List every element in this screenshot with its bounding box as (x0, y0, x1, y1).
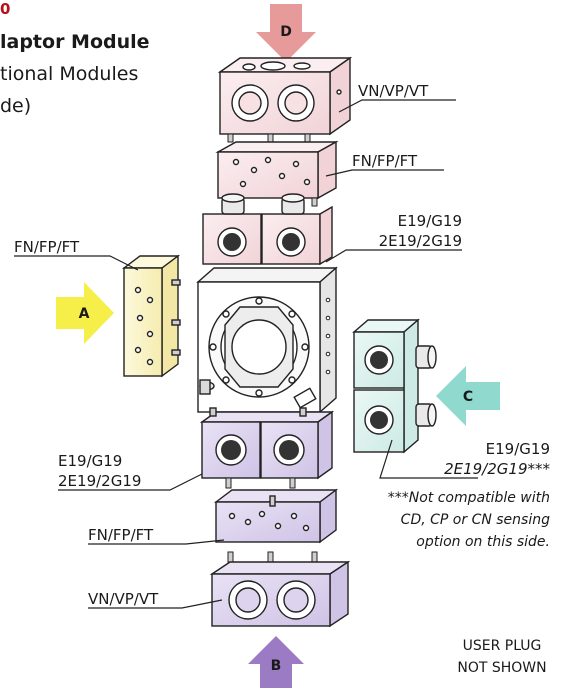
arrow-a-label: A (79, 306, 90, 322)
bolt-set-3 (225, 477, 296, 489)
note-line2: NOT SHOWN (457, 660, 546, 676)
label-bottom-fn: FN/FP/FT (88, 526, 154, 544)
label-top-e19-line1: E19/G19 (398, 212, 462, 230)
label-right-e19-line1: E19/G19 (486, 440, 550, 458)
label-bottom-e19-line2: 2E19/2G19 (58, 472, 141, 490)
label-top-e19-line2: 2E19/2G19 (379, 232, 462, 250)
header-subtitle-line: tional Modules (0, 63, 139, 85)
callout-labels: VN/VP/VT FN/FP/FT E19/G19 2E19/2G19 FN/F… (14, 82, 550, 608)
arrow-c: C (436, 366, 500, 426)
footnote: ***Not compatible with CD, CP or CN sens… (388, 490, 550, 550)
footnote-line3: option on this side. (416, 534, 550, 550)
footnote-line2: CD, CP or CN sensing (401, 512, 550, 528)
label-top-fn: FN/FP/FT (352, 152, 418, 170)
bottom-vn-module (209, 560, 351, 628)
right-e19-module (352, 318, 437, 454)
arrow-d-label: D (280, 24, 292, 40)
note-line1: USER PLUG (463, 638, 542, 654)
top-fn-module (215, 140, 339, 200)
label-top-vn: VN/VP/VT (358, 82, 429, 100)
arrow-a-shape (56, 282, 114, 344)
arrow-b-label: B (271, 658, 282, 674)
label-bottom-vn: VN/VP/VT (88, 590, 159, 608)
arrow-a: A (56, 282, 114, 344)
label-right-e19-line2: 2E19/2G19*** (444, 460, 550, 478)
header-number: 0 (0, 0, 11, 18)
user-plug-note: USER PLUG NOT SHOWN (457, 638, 546, 676)
header-title: laptor Module (0, 31, 150, 53)
left-fn-module (121, 254, 181, 378)
bolt-set-4 (227, 551, 318, 563)
arrow-b: B (248, 636, 304, 688)
bottom-e19-module (199, 407, 335, 480)
center-body (196, 266, 338, 414)
arrow-c-shape (436, 366, 500, 426)
top-e19-module (202, 193, 333, 266)
label-left-fn: FN/FP/FT (14, 238, 80, 256)
footnote-line1: ***Not compatible with (388, 490, 550, 506)
label-bottom-e19-line1: E19/G19 (58, 452, 122, 470)
arrow-c-label: C (463, 389, 473, 405)
leader-lines (14, 99, 478, 609)
top-vn-module (217, 56, 353, 136)
arrow-d: D (256, 4, 316, 62)
bolt-set (227, 133, 311, 143)
arrow-b-shape (248, 636, 304, 688)
header-subtitle-line-2: de) (0, 95, 32, 117)
arrow-d-shape (256, 4, 316, 62)
bottom-fn-module (213, 488, 339, 544)
